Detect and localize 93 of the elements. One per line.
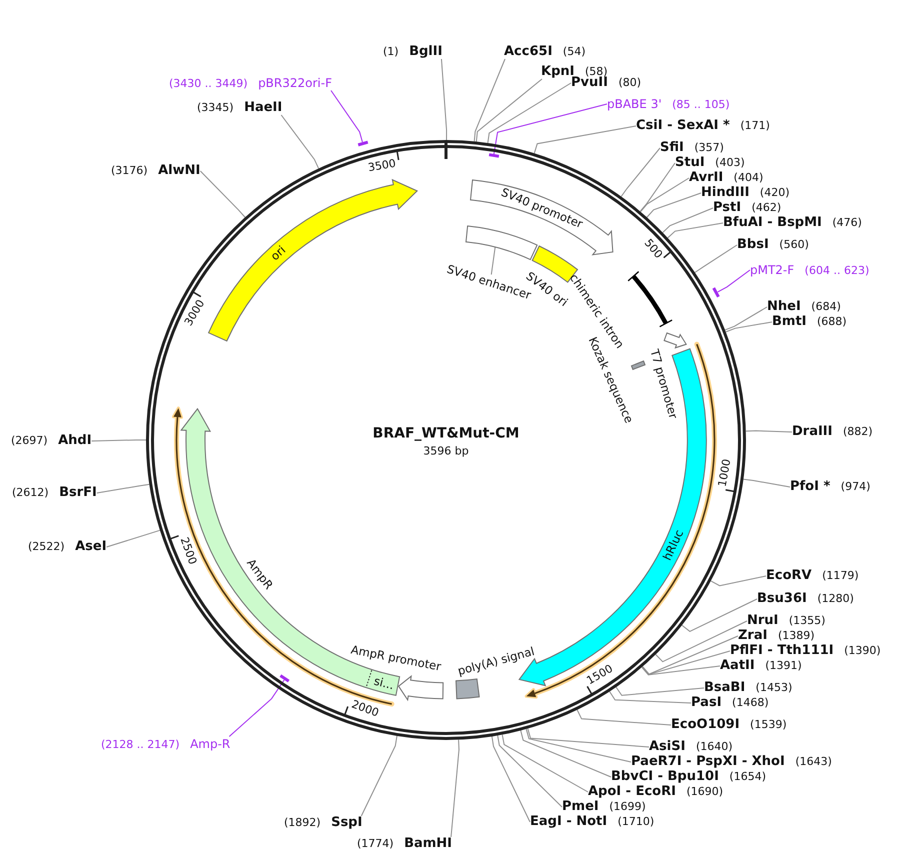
leader-line <box>91 440 146 442</box>
enzyme-label: BsaBI (1453) <box>704 681 792 695</box>
primer-label: (2128 .. 2147) Amp-R <box>101 736 230 752</box>
enzyme-label: EagI - NotI (1710) <box>530 815 654 829</box>
leader-line <box>642 650 730 676</box>
leader-line <box>725 322 772 332</box>
enzyme-label: BfuAI - BspMI (476) <box>723 216 862 230</box>
leader-line <box>474 58 506 142</box>
leader-line <box>576 709 672 726</box>
leader-line <box>360 735 398 816</box>
scale-label: 2500 <box>177 535 198 566</box>
leader-line <box>520 730 612 778</box>
enzyme-label: BbsI (560) <box>737 238 809 252</box>
enzyme-label: (1892) SspI <box>284 816 362 830</box>
enzyme-label: PflFI - Tth111I (1390) <box>730 644 881 658</box>
leader-line <box>330 90 363 142</box>
leader-line <box>710 576 766 586</box>
enzyme-label: (2522) AseI <box>28 540 107 554</box>
leader-line <box>200 170 246 218</box>
leader-line <box>681 598 758 632</box>
leader-line <box>609 691 692 704</box>
enzyme-label: CsiI - SexAI * (171) <box>636 119 770 133</box>
enzyme-label: EcoO109I (1539) <box>671 718 787 732</box>
leader-line <box>450 739 460 838</box>
leader-line <box>96 484 150 494</box>
enzyme-label: SfiI (357) <box>660 141 724 155</box>
leader-line <box>491 736 530 822</box>
plasmid-length: 3596 bp <box>423 444 469 458</box>
primer-label: pBABE 3' (85 .. 105) <box>607 96 730 112</box>
enzyme-label: (2612) BsrFI <box>12 486 97 500</box>
leader-line <box>620 148 660 197</box>
leader-line <box>502 734 588 792</box>
leader-line <box>497 735 562 808</box>
leader-line <box>662 208 714 234</box>
scale-label: 2000 <box>350 698 380 720</box>
leader-line <box>106 530 160 548</box>
leader-line <box>667 222 724 238</box>
enzyme-label: (3345) HaeII <box>197 101 282 115</box>
enzyme-label: ApoI - EcoRI (1690) <box>588 785 724 799</box>
enzyme-label: BbvCI - Bpu10I (1654) <box>611 770 766 784</box>
enzyme-label: DraIII (882) <box>792 425 873 439</box>
primer-label: (3430 .. 3449) pBR322ori-F <box>169 76 332 90</box>
enzyme-label: PaeR7I - PspXI - XhoI (1643) <box>631 755 832 769</box>
leader-line <box>646 192 702 218</box>
enzyme-label: HindIII (420) <box>701 186 790 200</box>
plasmid-name: BRAF_WT&Mut-CM <box>372 426 520 442</box>
leader-line <box>616 686 704 696</box>
enzyme-label: (2697) AhdI <box>11 434 92 448</box>
enzyme-label: BmtI (688) <box>772 315 847 329</box>
leader-line <box>640 162 676 212</box>
enzyme-label: NheI (684) <box>767 300 841 314</box>
enzyme-label: PstI (462) <box>713 201 782 215</box>
leader-line <box>526 728 632 762</box>
leader-line <box>724 306 768 330</box>
leader-line <box>440 58 448 140</box>
leader-line <box>655 620 748 662</box>
leader-line <box>640 178 690 212</box>
enzyme-label: (1774) BamHI <box>357 837 452 851</box>
enzyme-label: AatII (1391) <box>720 659 802 673</box>
feature-label: ori <box>268 243 288 264</box>
enzyme-label: ZraI (1389) <box>738 629 815 643</box>
leader-line <box>228 680 285 737</box>
enzyme-label: NruI (1355) <box>747 614 826 628</box>
leader-line <box>493 104 608 155</box>
enzyme-label: (1) BglII <box>383 45 442 59</box>
enzyme-label: (3176) AlwNI <box>111 164 200 178</box>
leader-line <box>742 478 790 488</box>
leader-line <box>717 270 750 292</box>
leader-line <box>642 636 738 675</box>
enzyme-label: PasI (1468) <box>691 696 769 710</box>
leader-line <box>490 246 496 276</box>
leader-line <box>280 114 320 169</box>
enzyme-label: AsiSI (1640) <box>649 740 733 754</box>
enzyme-label: PfoI * (974) <box>790 480 870 494</box>
leader-line <box>527 728 650 748</box>
leader-line <box>476 78 542 142</box>
leader-line <box>641 666 720 676</box>
feature-label: si... <box>372 673 396 692</box>
scale-label: 3500 <box>368 158 398 175</box>
enzyme-label: Bsu36I (1280) <box>757 592 854 606</box>
feature-label: AmpR promoter <box>350 642 442 674</box>
enzyme-label: EcoRV (1179) <box>766 569 859 583</box>
leader-line <box>487 82 572 144</box>
enzyme-label: StuI (403) <box>675 156 745 170</box>
leader-line <box>694 244 738 273</box>
leader-line <box>534 126 636 154</box>
scale-label: 1000 <box>716 458 734 488</box>
primer-label: pMT2-F (604 .. 623) <box>750 262 870 278</box>
enzyme-label: PmeI (1699) <box>562 800 646 814</box>
leader-line <box>745 430 792 432</box>
enzyme-label: AvrII (404) <box>689 171 764 185</box>
enzyme-label: PvuII (80) <box>571 76 642 90</box>
enzyme-label: Acc65I (54) <box>504 45 586 59</box>
